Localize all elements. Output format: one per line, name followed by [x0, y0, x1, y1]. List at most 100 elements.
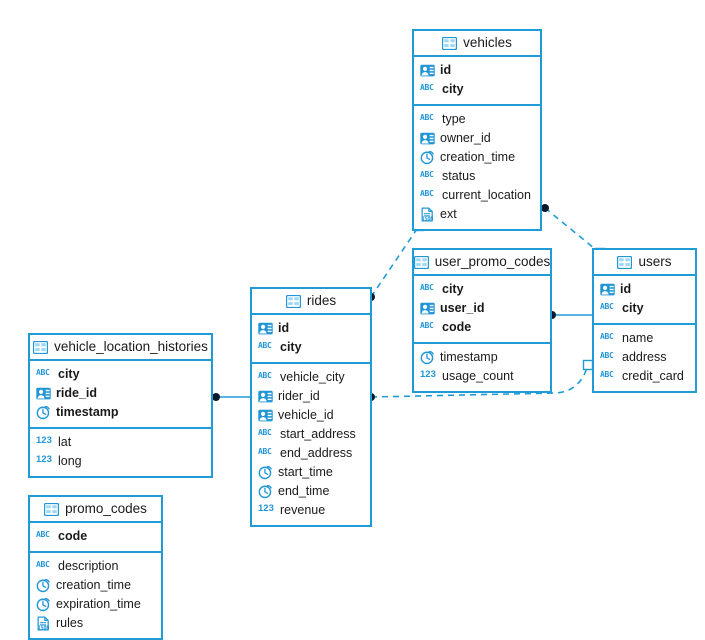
id-card-icon — [420, 63, 435, 78]
table-header-promo_codes[interactable]: promo_codes — [30, 497, 161, 523]
svg-text:JSON: JSON — [38, 625, 50, 631]
id-card-icon — [258, 321, 273, 336]
relationship-many-marker — [541, 204, 549, 212]
column-row[interactable]: 123 lat — [30, 433, 211, 452]
table-name-label: promo_codes — [65, 501, 147, 517]
column-row[interactable]: ABC type — [414, 110, 540, 129]
abc-string-icon: ABC — [420, 112, 434, 122]
column-row[interactable]: start_time — [252, 463, 370, 482]
primary-key-row[interactable]: ABC city — [414, 280, 550, 299]
column-name-label: ext — [440, 207, 457, 222]
abc-string-icon: ABC — [600, 301, 614, 311]
table-header-user_promo_codes[interactable]: user_promo_codes — [413, 250, 550, 276]
column-row[interactable]: JSON ext — [414, 205, 540, 224]
primary-key-row[interactable]: user_id — [414, 299, 550, 318]
clock-icon — [258, 465, 273, 480]
table-grid-icon — [285, 294, 301, 308]
column-name-label: long — [58, 454, 82, 469]
column-name-label: city — [442, 282, 464, 297]
column-name-label: timestamp — [56, 405, 119, 420]
json-document-icon: JSON — [36, 616, 51, 631]
column-name-label: rider_id — [278, 389, 320, 404]
table-header-vehicle_location_histories[interactable]: vehicle_location_histories — [30, 335, 211, 361]
column-row[interactable]: timestamp — [414, 348, 550, 367]
table-header-rides[interactable]: rides — [252, 289, 370, 315]
relationship-users-user_promo_codes[interactable] — [548, 311, 592, 319]
primary-key-section-vehicle_location_histories: ABC city ride_id timestamp — [30, 361, 211, 429]
abc-string-icon: ABC — [600, 369, 614, 379]
column-name-label: credit_card — [622, 369, 684, 384]
table-header-vehicles[interactable]: vehicles — [414, 31, 540, 57]
primary-key-row[interactable]: timestamp — [30, 403, 211, 422]
abc-string-icon: ABC — [258, 446, 272, 456]
column-name-label: start_time — [278, 465, 333, 480]
123-number-icon: 123 — [36, 434, 52, 446]
table-grid-icon — [413, 255, 429, 269]
clock-icon — [36, 578, 51, 593]
column-row[interactable]: rider_id — [252, 387, 370, 406]
column-row[interactable]: ABC credit_card — [594, 367, 695, 386]
column-name-label: timestamp — [440, 350, 498, 365]
primary-key-row[interactable]: id — [252, 319, 370, 338]
primary-key-row[interactable]: ride_id — [30, 384, 211, 403]
column-row[interactable]: end_time — [252, 482, 370, 501]
primary-key-row[interactable]: id — [594, 280, 695, 299]
column-name-label: ride_id — [56, 386, 97, 401]
relationship-vlh-rides[interactable] — [212, 393, 250, 401]
abc-string-icon: ABC — [420, 169, 434, 179]
column-row[interactable]: expiration_time — [30, 595, 161, 614]
column-name-label: city — [58, 367, 80, 382]
svg-text:JSON: JSON — [422, 216, 434, 222]
column-name-label: rules — [56, 616, 84, 631]
abc-string-icon: ABC — [36, 367, 50, 377]
clock-icon — [420, 150, 435, 165]
column-row[interactable]: creation_time — [414, 148, 540, 167]
column-row[interactable]: creation_time — [30, 576, 161, 595]
column-name-label: lat — [58, 435, 72, 450]
id-card-icon — [36, 386, 51, 401]
table-name-label: rides — [306, 293, 337, 309]
column-name-label: usage_count — [442, 369, 514, 384]
column-name-label: city — [280, 340, 302, 355]
column-name-label: creation_time — [440, 150, 516, 165]
column-row[interactable]: JSON rules — [30, 614, 161, 633]
primary-key-row[interactable]: ABC city — [30, 365, 211, 384]
column-row[interactable]: vehicle_id — [252, 406, 370, 425]
clock-icon — [420, 350, 435, 365]
column-name-label: city — [442, 82, 464, 97]
column-row[interactable]: owner_id — [414, 129, 540, 148]
primary-key-row[interactable]: id — [414, 61, 540, 80]
column-name-label: type — [442, 112, 466, 127]
table-header-users[interactable]: users — [594, 250, 695, 276]
abc-string-icon: ABC — [420, 282, 434, 292]
relationship-line — [544, 207, 601, 254]
123-number-icon: 123 — [258, 502, 274, 514]
